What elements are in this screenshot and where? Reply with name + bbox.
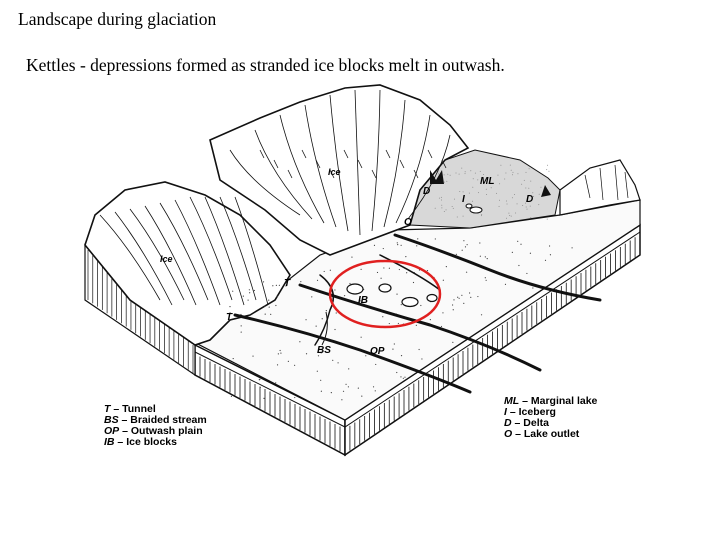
- braided-streams: [233, 233, 602, 394]
- legend-left-desc-1: Braided stream: [130, 414, 206, 426]
- svg-text:OP – Outwash plain: OP – Outwash plain: [104, 425, 203, 437]
- label-tunnel-2: T: [226, 312, 233, 323]
- label-tunnel-1: T: [284, 278, 291, 289]
- label-marginal-lake: ML: [480, 176, 494, 187]
- legend-left: T – Tunnel BS – Braided stream OP – Outw…: [104, 403, 207, 448]
- legend-right-desc-0: Marginal lake: [531, 395, 598, 407]
- legend-left-abbr-2: OP: [104, 425, 120, 437]
- kettle-highlight-circle: [328, 259, 442, 329]
- page-subtitle: Kettles - depressions formed as stranded…: [26, 55, 505, 75]
- legend-left-desc-0: Tunnel: [122, 403, 156, 415]
- legend-left-abbr-3: IB: [104, 436, 115, 448]
- diagram-labels: Ice Ice ML I D D O T T IB BS OP: [160, 167, 533, 357]
- legend-right-abbr-2: D: [504, 417, 512, 429]
- legend-right-abbr-0: ML: [504, 395, 519, 407]
- legend-right: ML – Marginal lake I – Iceberg D – Delta…: [504, 395, 598, 440]
- ice-blocks: [346, 283, 438, 308]
- legend-left-abbr-0: T: [104, 403, 112, 415]
- ice-sheet-back: [209, 84, 470, 256]
- legend-right-desc-1: Iceberg: [519, 406, 556, 418]
- page-title: Landscape during glaciation: [18, 9, 217, 29]
- legend-left-abbr-1: BS: [104, 414, 119, 426]
- block-left-face: [84, 243, 196, 377]
- label-lake-outlet: O: [404, 217, 412, 228]
- label-braided-stream: BS: [317, 345, 331, 356]
- label-ice-back: Ice: [328, 167, 341, 177]
- label-ice-left: Ice: [160, 254, 173, 264]
- legend-right-abbr-3: O: [504, 428, 512, 440]
- label-ice-blocks: IB: [358, 295, 368, 306]
- label-pointers: [321, 311, 328, 346]
- legend-left-desc-3: Ice blocks: [126, 436, 177, 448]
- svg-text:I – Iceberg: I – Iceberg: [504, 406, 556, 418]
- svg-text:D – Delta: D – Delta: [504, 417, 549, 429]
- right-hill: [559, 159, 641, 216]
- label-iceberg: I: [462, 194, 465, 205]
- svg-text:BS – Braided stream: BS – Braided stream: [104, 414, 207, 426]
- deltas: [430, 170, 551, 197]
- icebergs: [465, 203, 483, 214]
- svg-text:T – Tunnel: T – Tunnel: [104, 403, 156, 415]
- legend-right-desc-3: Lake outlet: [524, 428, 580, 440]
- label-delta-2: D: [526, 194, 533, 205]
- ice-sheet-left: [84, 181, 291, 346]
- svg-text:IB – Ice blocks: IB – Ice blocks: [104, 436, 177, 448]
- legend-right-abbr-1: I: [504, 406, 508, 418]
- svg-text:O – Lake outlet: O – Lake outlet: [504, 428, 580, 440]
- svg-text:ML – Marginal lake: ML – Marginal lake: [504, 395, 598, 407]
- legend-right-desc-2: Delta: [523, 417, 549, 429]
- legend-left-desc-2: Outwash plain: [131, 425, 203, 437]
- label-delta-1: D: [423, 186, 430, 197]
- label-outwash-plain: OP: [370, 346, 385, 357]
